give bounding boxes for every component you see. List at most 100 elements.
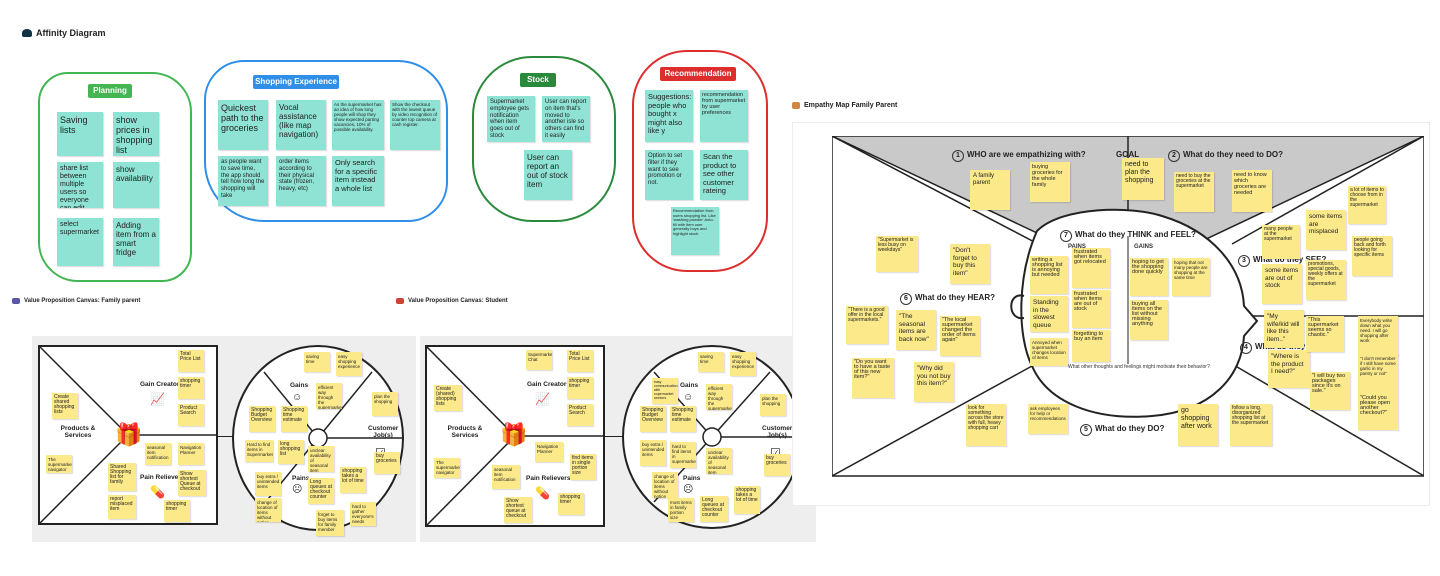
sticky-note[interactable]: easy communication with supermarket work…	[652, 378, 678, 404]
sticky-note[interactable]: select supermarket	[57, 218, 103, 266]
sticky-note[interactable]: A family parent	[970, 170, 1010, 210]
sticky-note[interactable]: buy extra / unintended items	[255, 472, 281, 496]
sticky-note[interactable]: shopping timer	[178, 377, 204, 399]
sticky-note[interactable]: Product Search	[178, 404, 204, 426]
sticky-note[interactable]: shopping takes a lot of time	[340, 467, 366, 493]
sticky-note[interactable]: show prices in shopping list	[113, 112, 159, 156]
sticky-note[interactable]: Show the checkout with the lowest queue …	[390, 100, 440, 150]
sticky-note[interactable]: easy shopping experience	[336, 352, 362, 376]
sticky-note[interactable]: "The local supermarket changed the order…	[940, 316, 980, 356]
sticky-note[interactable]: Create (shared) shopping lists	[434, 385, 462, 411]
sticky-note[interactable]: Hard to find items in Supermarkets	[245, 440, 273, 462]
sticky-note[interactable]: find items in single portion size	[570, 454, 596, 480]
sticky-note[interactable]: "Why did you not buy this item?"	[914, 362, 954, 402]
sticky-note[interactable]: long shopping list	[278, 440, 304, 464]
sticky-note[interactable]: Long queues at checkout counter	[700, 496, 728, 522]
sticky-note[interactable]: ask employees for help or recommendation…	[1028, 404, 1068, 434]
sticky-note[interactable]: "Don't forget to buy this item"	[950, 244, 990, 284]
sticky-note[interactable]: shopping timer	[558, 493, 584, 515]
sticky-note[interactable]: show availability	[113, 162, 159, 208]
sticky-note[interactable]: seasonal item notification	[492, 465, 520, 489]
sticky-note[interactable]: Only search for a specific item instead …	[332, 156, 384, 206]
sticky-note[interactable]: buy extra / unintended items	[640, 440, 666, 466]
sticky-note[interactable]: saving time	[304, 352, 330, 372]
sticky-note[interactable]: report misplaced item	[108, 495, 136, 519]
stock-cluster[interactable]	[472, 56, 616, 222]
sticky-note[interactable]: User can report an out of stock item	[524, 150, 572, 200]
sticky-note[interactable]: Total Price List	[567, 350, 593, 372]
sticky-note[interactable]: need to plan the shopping	[1122, 158, 1164, 200]
sticky-note[interactable]: Shared Shopping list for family	[108, 463, 136, 491]
sticky-note[interactable]: change of location of items without noti…	[255, 498, 281, 522]
sticky-note[interactable]: promotions, special goods, weekly offers…	[1306, 260, 1346, 300]
sticky-note[interactable]: Vocal assistance (like map navigation)	[276, 100, 326, 150]
sticky-note[interactable]: shopping timer	[567, 377, 593, 399]
sticky-note[interactable]: most items in family portion size	[668, 498, 694, 522]
sticky-note[interactable]: order items according to their physical …	[276, 156, 326, 206]
sticky-note[interactable]: Quickest path to the groceries	[218, 100, 268, 150]
sticky-note[interactable]: Recommendation from users shopping list.…	[671, 207, 719, 255]
sticky-note[interactable]: Supermarket Chat	[526, 350, 552, 370]
sticky-note[interactable]: a lot of items to choose from in the sup…	[1348, 186, 1386, 224]
sticky-note[interactable]: plan the shopping	[760, 394, 786, 416]
sticky-note[interactable]: Shopping Budget Overview	[640, 406, 666, 432]
sticky-note[interactable]: Scan the product to see other customer r…	[700, 150, 748, 200]
sticky-note[interactable]: "My wife/kid will like this item.."	[1264, 310, 1304, 348]
sticky-note[interactable]: Shopping time estimate	[670, 406, 696, 432]
sticky-note[interactable]: "Could you please open another checkout?…	[1358, 394, 1398, 430]
sticky-note[interactable]: frustrated when items got relocated	[1072, 248, 1110, 288]
sticky-note[interactable]: efficient way through the supermarket	[706, 384, 732, 410]
planning-cluster[interactable]	[38, 72, 192, 282]
sticky-note[interactable]: "Supermarket is less busy on weekdays"	[876, 236, 918, 272]
sticky-note[interactable]: shopping takes a lot of time	[734, 486, 760, 514]
sticky-note[interactable]: frustrated when items are out of stock	[1072, 290, 1110, 328]
sticky-note[interactable]: saving time	[698, 352, 724, 372]
sticky-note[interactable]: need to know which groceries are needed	[1232, 170, 1272, 212]
sticky-note[interactable]: efficient way through the supermarket	[316, 383, 342, 409]
sticky-note[interactable]: forgetting to buy an item	[1072, 330, 1110, 362]
sticky-note[interactable]: need to buy the groceries at the superma…	[1174, 172, 1214, 212]
sticky-note[interactable]: "There is a good offer in the local supe…	[846, 306, 888, 344]
sticky-note[interactable]: Saving lists	[57, 112, 103, 156]
sticky-note[interactable]: Supermarket employee gets notification w…	[487, 96, 535, 142]
sticky-note[interactable]: shopping timer	[164, 500, 190, 522]
sticky-note[interactable]: Everybody write down what you need. I wi…	[1358, 316, 1398, 356]
sticky-note[interactable]: As the supermarket has an idea of how lo…	[332, 100, 384, 150]
sticky-note[interactable]: recommendation from supermarket by user …	[700, 90, 748, 142]
sticky-note[interactable]: buying all items on the list without mis…	[1130, 300, 1168, 340]
sticky-note[interactable]: "The seasonal items are back now"	[896, 310, 936, 350]
sticky-note[interactable]: Navigation Planner	[178, 443, 204, 465]
sticky-note[interactable]: some items are misplaced	[1306, 210, 1346, 250]
sticky-note[interactable]: Shopping Budget Overview	[249, 406, 275, 432]
sticky-note[interactable]: forget to buy items for family member	[316, 510, 344, 536]
sticky-note[interactable]: go shopping after work	[1178, 404, 1218, 446]
sticky-note[interactable]: people going back and forth looking for …	[1352, 236, 1392, 276]
sticky-note[interactable]: as people want to save time, the app sho…	[218, 156, 268, 206]
sticky-note[interactable]: hard to find items in supermarket	[670, 442, 696, 468]
shopping-experience-cluster[interactable]	[204, 60, 448, 222]
sticky-note[interactable]: The supermarket navigator	[434, 458, 460, 478]
sticky-note[interactable]: hoping that not many people are shopping…	[1172, 258, 1210, 296]
sticky-note[interactable]: hard to gather everyone's needs	[350, 502, 376, 526]
sticky-note[interactable]: "This supermarket seems so chaotic."	[1306, 316, 1344, 352]
sticky-note[interactable]: many people at the supermarket	[1262, 225, 1300, 259]
sticky-note[interactable]: Create shared shopping lists	[52, 393, 78, 419]
sticky-note[interactable]: some items are out of stock	[1262, 264, 1302, 304]
sticky-note[interactable]: "I will buy two packages since it's on s…	[1310, 372, 1350, 410]
sticky-note[interactable]: follow a long, disorganized shopping lis…	[1230, 404, 1272, 446]
sticky-note[interactable]: easy shopping experience	[730, 352, 756, 376]
sticky-note[interactable]: look for something across the store with…	[966, 404, 1006, 446]
sticky-note[interactable]: Suggestions: people who bought x might a…	[645, 90, 693, 142]
sticky-note[interactable]: buying groceries for the whole family	[1030, 162, 1070, 202]
sticky-note[interactable]: Total Price List	[178, 350, 204, 372]
sticky-note[interactable]: writing a shopping list is annoying but …	[1030, 256, 1068, 294]
sticky-note[interactable]: Product Search	[567, 404, 593, 426]
sticky-note[interactable]: The supermarket navigator	[46, 455, 72, 473]
sticky-note[interactable]: buy groceries	[374, 452, 400, 474]
sticky-note[interactable]: Annoyed when supermarket changes locatio…	[1030, 338, 1068, 366]
sticky-note[interactable]: share list between multiple users so eve…	[57, 162, 103, 208]
sticky-note[interactable]: plan the shopping	[372, 392, 398, 416]
sticky-note[interactable]: "I don't remember if I still have some g…	[1358, 354, 1398, 394]
sticky-note[interactable]: unclear availability of seasonal item	[706, 448, 732, 474]
sticky-note[interactable]: "Do you want to have a taste of this new…	[852, 358, 894, 398]
